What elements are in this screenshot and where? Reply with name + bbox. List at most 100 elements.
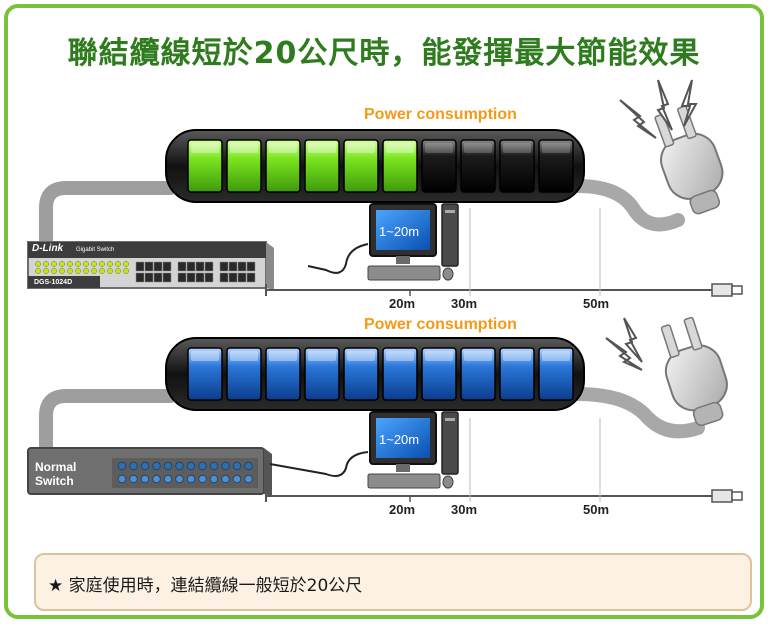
bottom-meter-cell-9-lit	[499, 347, 535, 401]
top-distance-20m: 20m	[389, 296, 416, 311]
top-meter-cell-7-off	[421, 139, 457, 193]
switch-led	[107, 268, 113, 274]
switch-port	[144, 261, 154, 272]
switch-port	[153, 261, 163, 272]
switch-led	[75, 261, 81, 267]
switch-port	[204, 272, 214, 283]
switch-led	[35, 261, 41, 267]
bottom-meter-cell-1-lit	[187, 347, 223, 401]
switch-led	[117, 461, 127, 471]
switch-led	[129, 474, 138, 484]
bottom-plug-icon	[660, 316, 728, 427]
switch-led	[51, 261, 57, 267]
switch-port	[228, 261, 238, 272]
switch-led	[221, 474, 230, 484]
switch-led	[91, 268, 97, 274]
bottom-meter-cell-shine	[542, 351, 570, 361]
normal-switch-label-2: Switch	[35, 474, 74, 488]
bottom-meter-cell-shine	[386, 351, 414, 361]
switch-led	[43, 261, 49, 267]
switch-led	[244, 461, 253, 471]
switch-led	[209, 461, 219, 471]
switch-led	[107, 261, 113, 267]
normal-switch-label-1: Normal	[35, 460, 77, 474]
switch-led	[59, 261, 65, 267]
top-meter-cell-3-lit	[265, 139, 301, 193]
bottom-connector-icon	[711, 489, 743, 503]
switch-led	[232, 461, 242, 471]
bottom-meter-cell-3-lit	[265, 347, 301, 401]
switch-led	[99, 268, 105, 274]
switch-led	[140, 474, 150, 484]
top-distance-50m: 50m	[583, 296, 610, 311]
switch-port	[186, 272, 196, 283]
top-meter-cell-shine	[308, 143, 336, 153]
top-meter-cell-shine	[542, 143, 570, 153]
switch-led	[83, 261, 89, 267]
top-connector-icon	[711, 283, 743, 297]
top-meter-cell-shine	[230, 143, 258, 153]
switch-led	[198, 461, 207, 471]
top-plug-icon	[654, 105, 724, 215]
bottom-distance-20m: 20m	[389, 502, 416, 517]
bottom-meter-cell-shine	[464, 351, 492, 361]
bottom-meter-cell-shine	[230, 351, 258, 361]
switch-port	[219, 272, 229, 283]
bottom-power-label: Power consumption	[364, 316, 517, 333]
switch-led	[91, 261, 97, 267]
switch-led	[35, 268, 41, 274]
switch-port	[177, 261, 187, 272]
switch-port	[162, 261, 172, 272]
top-meter-cell-8-off	[460, 139, 496, 193]
switch-led	[115, 268, 121, 274]
dlink-model: DGS-1024D	[34, 279, 73, 286]
bottom-cable-switch	[39, 389, 177, 463]
top-distance-30m: 30m	[451, 296, 478, 311]
bottom-meter-cell-shine	[191, 351, 219, 361]
top-meter-cell-shine	[191, 143, 219, 153]
top-meter-cell-shine	[503, 143, 531, 153]
diagram-title: 聯結纜線短於20公尺時，能發揮最大節能效果	[67, 36, 701, 71]
top-monitor-cable	[307, 243, 369, 274]
switch-led	[244, 474, 253, 484]
switch-led	[163, 474, 173, 484]
top-meter-cell-9-off	[499, 139, 535, 193]
switch-led	[186, 474, 196, 484]
switch-port	[204, 261, 214, 272]
top-meter-cell-4-lit	[304, 139, 340, 193]
switch-led	[117, 474, 127, 484]
bottom-normal-switch	[27, 447, 272, 496]
switch-led	[163, 461, 173, 471]
switch-port	[219, 261, 229, 272]
bottom-meter-cell-10-lit	[538, 347, 574, 401]
switch-port	[228, 272, 238, 283]
top-panel	[27, 79, 743, 297]
switch-led	[43, 268, 49, 274]
bottom-meter-cell-shine	[269, 351, 297, 361]
bottom-distance-50m: 50m	[583, 502, 610, 517]
switch-port	[162, 272, 172, 283]
bottom-meter-cell-8-lit	[460, 347, 496, 401]
top-meter-cell-shine	[425, 143, 453, 153]
switch-led	[209, 474, 219, 484]
top-meter-cell-shine	[269, 143, 297, 153]
top-cable-plug	[571, 179, 685, 232]
switch-port	[144, 272, 154, 283]
switch-led	[221, 461, 230, 471]
switch-port	[186, 261, 196, 272]
switch-port	[237, 272, 247, 283]
top-power-label: Power consumption	[364, 106, 517, 123]
top-meter-cells	[187, 139, 574, 193]
tip-text: ★ 家庭使用時，連結纜線一般短於20公尺	[48, 576, 363, 596]
switch-port	[153, 272, 163, 283]
bottom-meter-cell-4-lit	[304, 347, 340, 401]
switch-led	[99, 261, 105, 267]
top-monitor-label: 1~20m	[379, 224, 420, 239]
tip-box: ★ 家庭使用時，連結纜線一般短於20公尺	[34, 553, 752, 611]
switch-led	[67, 268, 73, 274]
diagram-frame: 聯結纜線短於20公尺時，能發揮最大節能效果	[4, 4, 764, 619]
top-computer-icon	[367, 203, 459, 281]
top-spark-icon-2	[656, 79, 673, 131]
top-dlink-switch	[27, 241, 274, 290]
switch-port	[135, 272, 145, 283]
